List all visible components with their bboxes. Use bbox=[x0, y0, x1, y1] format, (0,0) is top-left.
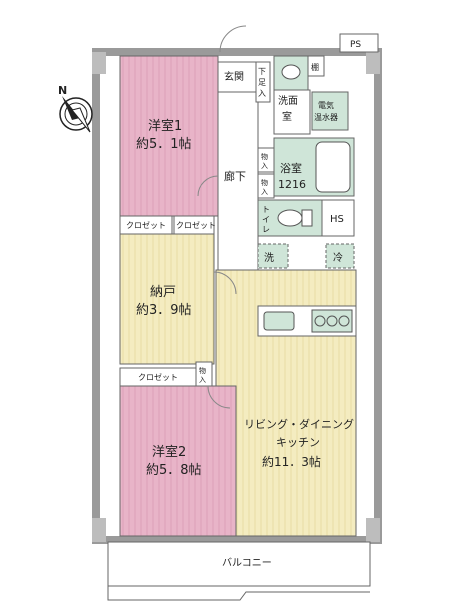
genkan-label: 玄関 bbox=[224, 70, 244, 83]
outer-wall bbox=[92, 48, 382, 544]
water-heater-2: 温水器 bbox=[314, 112, 338, 122]
room-1 bbox=[119, 55, 219, 217]
door-arc-genkan bbox=[219, 25, 247, 53]
nando-size: 約3．9帖 bbox=[136, 303, 192, 318]
wall-col-left-bottom bbox=[92, 518, 106, 542]
washer-label: 洗 bbox=[264, 252, 274, 264]
ps-box bbox=[339, 33, 379, 53]
wall-col-right-top bbox=[366, 52, 380, 74]
room2-name: 洋室2 bbox=[152, 444, 186, 460]
bathtub-icon bbox=[315, 141, 351, 193]
room-2 bbox=[119, 385, 237, 537]
washer-space bbox=[257, 243, 289, 269]
balcony-rail bbox=[107, 586, 370, 601]
stove-icon bbox=[311, 309, 353, 333]
shelf bbox=[307, 55, 325, 77]
senmen-1: 洗 bbox=[278, 95, 288, 107]
storage-3-mono: 物 bbox=[199, 366, 206, 375]
senmen-3: 室 bbox=[282, 110, 292, 123]
toilet-icon bbox=[277, 209, 313, 227]
bath-name: 浴室 bbox=[280, 161, 302, 175]
door-arc-room2 bbox=[207, 385, 231, 409]
door-arc-nando bbox=[213, 271, 237, 295]
sink-icon bbox=[263, 311, 295, 331]
door-arc-room1 bbox=[197, 175, 219, 197]
room2-size: 約5．8帖 bbox=[146, 463, 202, 478]
storage-1-mono: 物 bbox=[261, 152, 268, 161]
shoe-storage-1: 下 bbox=[258, 67, 266, 76]
ldk-label-2: キッチン bbox=[276, 436, 320, 449]
senmen-2: 面 bbox=[288, 96, 298, 107]
ldk-label-1: リビング・ダイニング bbox=[244, 417, 354, 431]
closet-3-label: クロゼット bbox=[138, 372, 178, 382]
wall-col-left-top bbox=[92, 52, 106, 74]
balcony-label: バルコニー bbox=[222, 557, 272, 569]
hs-label: HS bbox=[330, 214, 344, 225]
shoe-storage-3: 入 bbox=[258, 89, 266, 98]
toilet-3: レ bbox=[262, 225, 270, 234]
storage-3-ire: 入 bbox=[199, 376, 206, 384]
hs-box bbox=[321, 199, 355, 237]
toilet-1: ト bbox=[262, 205, 270, 214]
shoe-storage bbox=[255, 61, 271, 103]
shelf-label: 棚 bbox=[311, 62, 319, 72]
senmen-room bbox=[273, 89, 311, 135]
washbasin-icon bbox=[281, 64, 301, 80]
water-heater bbox=[311, 91, 349, 131]
ps-label: PS bbox=[350, 40, 361, 50]
fridge-label: 冷 bbox=[333, 251, 343, 264]
fridge-space bbox=[325, 243, 355, 269]
north-arrow-icon: N bbox=[58, 84, 93, 133]
room1-name: 洋室1 bbox=[148, 118, 182, 134]
genkan bbox=[217, 61, 259, 93]
shoe-storage-2: 足 bbox=[258, 78, 266, 87]
nando bbox=[119, 233, 215, 365]
water-heater-1: 電気 bbox=[318, 100, 334, 110]
room1-size: 約5．1帖 bbox=[136, 137, 192, 152]
closet-1-label: クロゼット bbox=[126, 220, 166, 230]
ldk-size: 約11．3帖 bbox=[262, 454, 321, 469]
north-label: N bbox=[58, 84, 67, 97]
bath-size: 1216 bbox=[278, 178, 306, 191]
toilet-2: イ bbox=[262, 215, 270, 224]
balcony bbox=[107, 541, 371, 587]
corridor-label: 廊下 bbox=[224, 169, 246, 183]
storage-1-ire: 入 bbox=[261, 162, 268, 170]
wall-col-right-bottom bbox=[366, 518, 380, 542]
nando-name: 納戸 bbox=[150, 285, 176, 300]
storage-2-mono: 物 bbox=[261, 178, 268, 187]
closet-2-label: クロゼット bbox=[176, 220, 216, 230]
storage-2-ire: 入 bbox=[261, 188, 268, 196]
